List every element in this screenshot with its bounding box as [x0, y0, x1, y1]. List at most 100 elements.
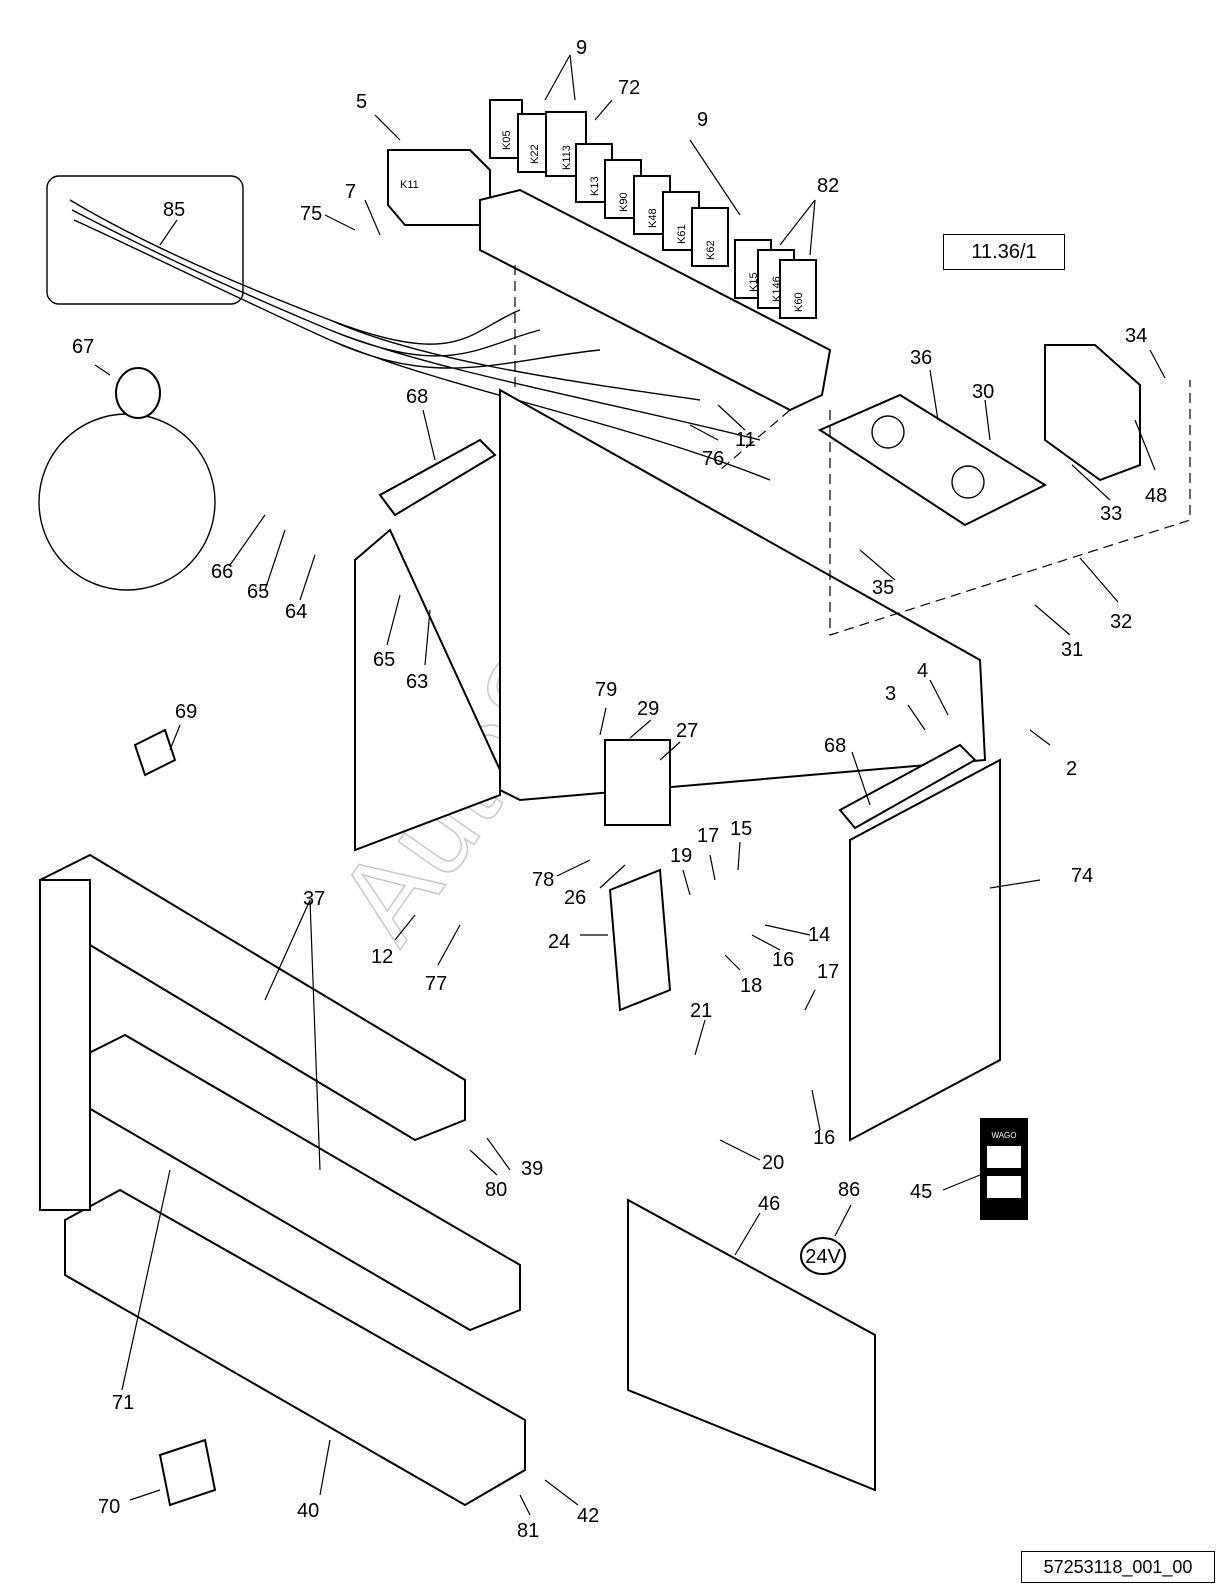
- callout-85: 85: [163, 199, 185, 221]
- relay-k11: K11: [387, 149, 491, 226]
- harness-inset-frame: [46, 175, 244, 305]
- callout-66: 66: [211, 561, 233, 583]
- callout-33: 33: [1100, 503, 1122, 525]
- tape-roll: [115, 367, 161, 419]
- callout-17-a: 17: [697, 825, 719, 847]
- callout-79: 79: [595, 679, 617, 701]
- module-11-36: [1044, 344, 1141, 482]
- svg-text:24V: 24V: [805, 1246, 841, 1268]
- callout-48: 48: [1145, 485, 1167, 507]
- harness-detail-inset: [38, 413, 216, 591]
- svg-text:K05: K05: [501, 130, 513, 150]
- svg-text:K61: K61: [676, 224, 688, 244]
- callout-42: 42: [577, 1505, 599, 1527]
- callout-81: 81: [517, 1520, 539, 1542]
- svg-text:K13: K13: [589, 176, 601, 196]
- terminal-module-24: [608, 868, 672, 1012]
- svg-text:K113: K113: [561, 145, 573, 170]
- callout-4: 4: [917, 660, 928, 682]
- svg-text:K62: K62: [705, 240, 717, 260]
- duct-end-wall: [39, 879, 91, 1211]
- callout-labels: 2 3 4 5 7 9 9 11 12 14 15 16 16 17 17 18…: [72, 37, 1167, 1542]
- callout-67: 67: [72, 336, 94, 358]
- callout-80: 80: [485, 1179, 507, 1201]
- callout-65-a: 65: [373, 649, 395, 671]
- callout-46: 46: [758, 1193, 780, 1215]
- callout-74: 74: [1071, 865, 1093, 887]
- component-27: [604, 739, 671, 826]
- cable-duct-lower: [64, 1188, 526, 1507]
- callout-30: 30: [972, 381, 994, 403]
- callout-72: 72: [618, 77, 640, 99]
- mounting-plate: [499, 388, 987, 802]
- callout-9-b: 9: [697, 109, 708, 131]
- left-side-plate: [354, 528, 501, 852]
- callout-76: 76: [702, 448, 724, 470]
- callout-82: 82: [817, 175, 839, 197]
- drawing-number: 57253118_001_00: [1021, 1551, 1215, 1583]
- relay-socket-rail: [479, 188, 832, 412]
- callout-20: 20: [762, 1152, 784, 1174]
- mounting-rail-68-left: [378, 438, 497, 517]
- callout-12: 12: [371, 946, 393, 968]
- svg-text:K11: K11: [400, 179, 419, 191]
- callout-69: 69: [175, 701, 197, 723]
- callout-7: 7: [345, 181, 356, 203]
- callout-77: 77: [425, 973, 447, 995]
- callout-86: 86: [838, 1179, 860, 1201]
- callout-3: 3: [885, 683, 896, 705]
- callout-75: 75: [300, 203, 322, 225]
- callout-68-a: 68: [406, 386, 428, 408]
- callout-24: 24: [548, 931, 570, 953]
- callout-18: 18: [740, 975, 762, 997]
- callout-78: 78: [532, 869, 554, 891]
- circuit-label-46: [627, 1198, 876, 1492]
- callout-34: 34: [1125, 325, 1147, 347]
- callout-40: 40: [297, 1500, 319, 1522]
- callout-16-a: 16: [772, 949, 794, 971]
- callout-71: 71: [112, 1392, 134, 1414]
- callout-29: 29: [637, 698, 659, 720]
- callout-5: 5: [356, 91, 367, 113]
- mounting-rail-68-right: [838, 743, 977, 830]
- wire-harness: [69, 199, 771, 481]
- callout-36: 36: [910, 347, 932, 369]
- duct-end-cap-70: [158, 1438, 217, 1507]
- callout-17-b: 17: [817, 961, 839, 983]
- callout-27: 27: [676, 720, 698, 742]
- callout-9-a: 9: [576, 37, 587, 59]
- svg-text:K22: K22: [529, 144, 541, 164]
- callout-21: 21: [690, 1000, 712, 1022]
- svg-text:K48: K48: [647, 208, 659, 228]
- connector-plate: [817, 393, 1048, 527]
- svg-text:K60: K60: [793, 292, 805, 312]
- callout-39: 39: [521, 1158, 543, 1180]
- callout-70: 70: [98, 1496, 120, 1518]
- leader-lines: [94, 54, 1166, 1516]
- callout-15: 15: [730, 818, 752, 840]
- relay-block: K05 K22 K113 K13 K90 K48 K61 K62 K15 K14…: [489, 99, 817, 319]
- right-side-plate: [849, 758, 1001, 1142]
- duct-end-cap-69: [133, 728, 177, 777]
- svg-text:K90: K90: [618, 192, 630, 212]
- callout-32: 32: [1110, 611, 1132, 633]
- callout-65-b: 65: [247, 581, 269, 603]
- reference-box: 11.36/1: [943, 234, 1065, 270]
- callout-68-b: 68: [824, 735, 846, 757]
- callout-31: 31: [1061, 639, 1083, 661]
- callout-14: 14: [808, 924, 830, 946]
- callout-11: 11: [735, 429, 756, 451]
- voltage-badge: 24V: [800, 1237, 846, 1275]
- callout-35: 35: [872, 577, 894, 599]
- callout-16-b: 16: [813, 1127, 835, 1149]
- callout-19: 19: [670, 845, 692, 867]
- callout-37: 37: [303, 888, 325, 910]
- callout-2: 2: [1066, 758, 1077, 780]
- svg-text:WAGO: WAGO: [991, 1131, 1016, 1140]
- wago-label: WAGO: [980, 1118, 1028, 1220]
- callout-45: 45: [910, 1181, 932, 1203]
- callout-64: 64: [285, 601, 307, 623]
- callout-63: 63: [406, 671, 428, 693]
- callout-26: 26: [564, 887, 586, 909]
